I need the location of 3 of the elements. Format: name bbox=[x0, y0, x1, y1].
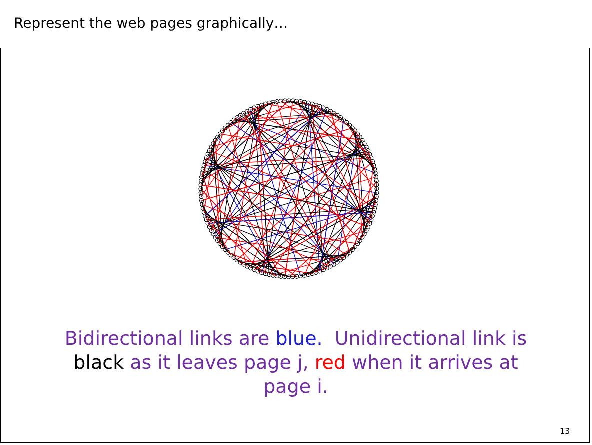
caption: Bidirectional links are blue. Unidirectional link is black as it leaves page j, red when it arrives at page i. bbox=[64, 327, 528, 399]
slide-title: Represent the web pages graphically… bbox=[14, 16, 288, 32]
page-number: 13 bbox=[560, 427, 570, 436]
